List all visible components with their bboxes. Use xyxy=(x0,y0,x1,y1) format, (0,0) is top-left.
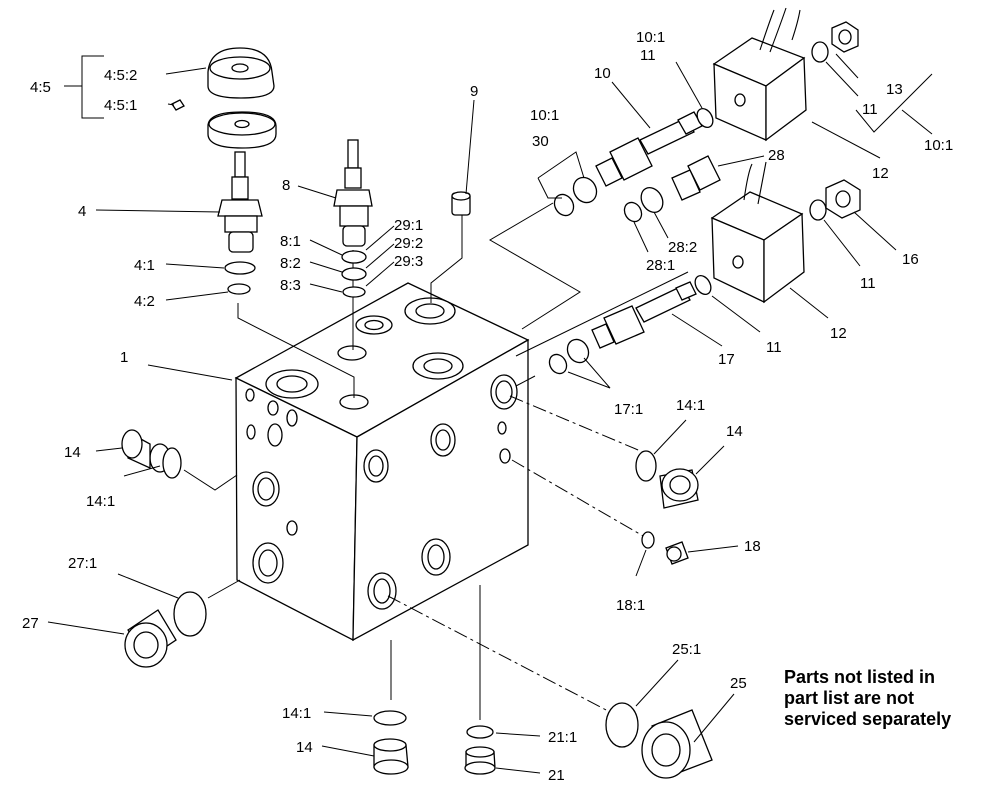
label-17: 17 xyxy=(718,351,735,368)
label-1: 1 xyxy=(120,349,128,366)
part-14-plug-left xyxy=(121,429,171,473)
part-8-2-ring xyxy=(341,267,367,281)
label-16: 16 xyxy=(902,251,919,268)
part-8-1-oring xyxy=(341,250,367,264)
part-14-plug-right xyxy=(659,468,699,509)
part-27-1-oring xyxy=(173,591,207,637)
part-25-1-oring xyxy=(605,702,639,748)
part-28-plug xyxy=(671,155,721,201)
label-29-3: 29:3 xyxy=(394,253,423,270)
part-4-2-ring xyxy=(227,283,251,295)
part-28-2-ring xyxy=(640,187,664,213)
label-10-1-left: 10:1 xyxy=(530,107,559,124)
part-25-plug xyxy=(641,709,713,779)
label-12-lower: 12 xyxy=(830,325,847,342)
note-line-1: Parts not listed in xyxy=(784,667,935,687)
label-14-1-right: 14:1 xyxy=(676,397,705,414)
part-4-cartridge xyxy=(217,151,263,253)
label-14-right: 14 xyxy=(726,423,743,440)
label-21: 21 xyxy=(548,767,565,784)
part-17-1-oring-b xyxy=(566,338,590,364)
assembly-guide-lines xyxy=(183,202,689,720)
label-25-1: 25:1 xyxy=(672,641,701,658)
part-11-oring-c xyxy=(809,199,827,221)
label-18: 18 xyxy=(744,538,761,555)
label-8-2: 8:2 xyxy=(280,255,301,272)
part-4-1-oring xyxy=(224,261,256,275)
label-29-2: 29:2 xyxy=(394,235,423,252)
part-9-plug xyxy=(451,191,471,216)
label-14-bottom: 14 xyxy=(296,739,313,756)
part-30-oring xyxy=(553,176,598,217)
label-21-1: 21:1 xyxy=(548,729,577,746)
label-4-2: 4:2 xyxy=(134,293,155,310)
label-18-1: 18:1 xyxy=(616,597,645,614)
part-14-1-oring-bottom xyxy=(373,710,407,726)
callout-labels: 4:5 4:5:2 4:5:1 4 4:1 4:2 8 8:1 8:2 8:3 … xyxy=(22,29,953,784)
label-4-5-1: 4:5:1 xyxy=(104,97,137,114)
part-8-3-oring xyxy=(342,286,366,298)
label-4-5: 4:5 xyxy=(30,79,51,96)
label-4-1: 4:1 xyxy=(134,257,155,274)
label-10-1-right: 10:1 xyxy=(924,137,953,154)
label-12-upper: 12 xyxy=(872,165,889,182)
label-25: 25 xyxy=(730,675,747,692)
label-30: 30 xyxy=(532,133,549,150)
part-8-cartridge xyxy=(333,139,373,247)
note-line-3: serviced separately xyxy=(784,709,951,729)
label-27-1: 27:1 xyxy=(68,555,97,572)
part-14-plug-bottom xyxy=(373,738,409,775)
label-13: 13 xyxy=(886,81,903,98)
part-11-oring-a xyxy=(696,108,714,128)
label-11-top: 11 xyxy=(640,47,656,64)
label-28-2: 28:2 xyxy=(668,239,697,256)
part-4-5-1-screw xyxy=(171,99,185,111)
note-line-2: part list are not xyxy=(784,688,914,708)
part-17-solenoid-valve xyxy=(591,281,697,349)
label-8: 8 xyxy=(282,177,290,194)
label-9: 9 xyxy=(470,83,478,100)
part-17-1-oring-a xyxy=(548,353,568,375)
part-13-nut xyxy=(831,21,859,53)
manifold-block xyxy=(234,282,530,642)
label-8-3: 8:3 xyxy=(280,277,301,294)
label-14-left: 14 xyxy=(64,444,81,461)
part-28-1-oring xyxy=(623,201,643,223)
part-12-coil-lower xyxy=(710,161,805,304)
label-14-1-left: 14:1 xyxy=(86,493,115,510)
label-4-5-2: 4:5:2 xyxy=(104,67,137,84)
part-4-5-disc xyxy=(207,111,277,149)
part-10-solenoid-valve xyxy=(595,111,703,187)
label-28: 28 xyxy=(768,147,785,164)
part-12-coil-upper xyxy=(712,7,807,142)
label-8-1: 8:1 xyxy=(280,233,301,250)
part-21-plug xyxy=(464,746,496,775)
part-27-plug xyxy=(124,609,177,668)
service-note: Parts not listed in part list are not se… xyxy=(784,667,951,729)
label-28-1: 28:1 xyxy=(646,257,675,274)
label-11-right-top: 11 xyxy=(862,101,878,118)
part-11-oring-b xyxy=(811,41,829,63)
part-11-oring-d xyxy=(694,275,712,295)
label-17-1: 17:1 xyxy=(614,401,643,418)
label-4: 4 xyxy=(78,203,86,220)
part-16-nut xyxy=(825,179,861,219)
part-21-1-oring xyxy=(466,725,494,739)
label-14-1-bottom: 14:1 xyxy=(282,705,311,722)
label-10: 10 xyxy=(594,65,611,82)
label-11-right-mid: 11 xyxy=(860,275,876,292)
label-10-1-top: 10:1 xyxy=(636,29,665,46)
part-14-1-oring-left xyxy=(162,447,182,479)
label-11-lower: 11 xyxy=(766,339,782,356)
part-4-5-cap xyxy=(207,47,275,99)
leader-lines xyxy=(47,53,933,774)
part-18-1-oring xyxy=(641,531,655,549)
part-14-1-oring-right xyxy=(635,450,657,482)
label-29-1: 29:1 xyxy=(394,217,423,234)
part-18-plug xyxy=(665,541,689,565)
label-27: 27 xyxy=(22,615,39,632)
